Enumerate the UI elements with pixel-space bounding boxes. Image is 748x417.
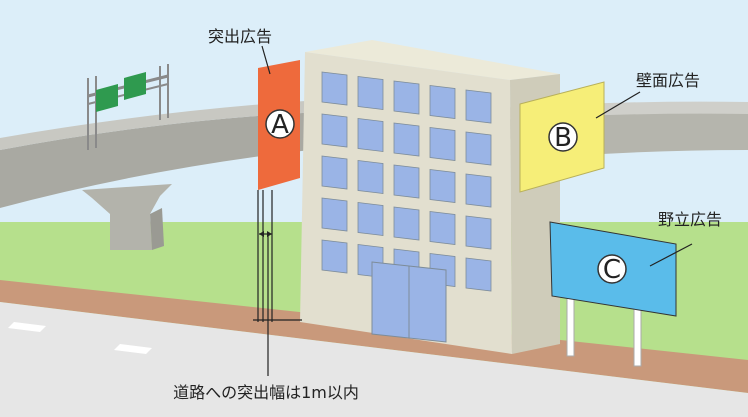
marker-a-label: A	[271, 110, 289, 140]
building-window	[321, 239, 348, 274]
building-windows	[321, 71, 492, 292]
highway-sign-2	[124, 72, 146, 100]
marker-b-circle	[548, 122, 578, 152]
building-window	[393, 80, 420, 115]
road-marking	[8, 322, 46, 332]
sign-c-post-right	[633, 303, 642, 367]
marker-a-circle	[265, 109, 295, 139]
building-roof	[305, 40, 560, 80]
road-marking	[114, 344, 152, 354]
building-window	[429, 211, 456, 245]
building-window	[465, 257, 492, 292]
leader-line-a	[261, 45, 271, 75]
marker-b-label: B	[554, 123, 572, 153]
building-window	[465, 215, 492, 250]
sign-c-freestanding: C	[549, 221, 677, 367]
building-window	[357, 202, 384, 236]
building-window	[465, 131, 492, 166]
building-window	[357, 160, 384, 194]
building-window	[321, 155, 348, 190]
building-window	[321, 113, 348, 148]
road	[0, 302, 748, 417]
highway-gantry	[87, 64, 169, 150]
building	[300, 40, 560, 354]
label-freestanding-sign: 野立広告	[658, 210, 722, 229]
sign-b-wall: B	[519, 81, 605, 193]
leader-line-b	[595, 91, 641, 119]
building-window	[393, 164, 420, 199]
overpass	[0, 100, 748, 250]
label-projecting-sign: 突出広告	[208, 27, 272, 46]
sidewalk	[0, 280, 748, 393]
building-window	[465, 89, 492, 124]
building-window	[465, 173, 492, 208]
highway-sign-1	[96, 84, 118, 112]
building-window	[429, 127, 456, 161]
sign-a-projecting: A	[258, 60, 300, 190]
arrow-left	[259, 231, 264, 237]
building-window	[321, 71, 348, 106]
building-window	[429, 85, 456, 119]
building-front	[300, 52, 512, 354]
marker-c-circle	[597, 254, 627, 284]
label-projection-limit: 道路への突出幅は1m以内	[173, 383, 359, 402]
sign-c-post-left	[566, 291, 575, 357]
building-window	[321, 197, 348, 232]
label-wall-sign: 壁面広告	[636, 71, 700, 90]
leader-line-c	[649, 243, 693, 267]
building-window	[429, 169, 456, 203]
building-window	[393, 206, 420, 241]
building-window	[393, 122, 420, 157]
building-window	[357, 118, 384, 152]
projection-dimension	[253, 190, 302, 376]
arrow-right	[267, 231, 272, 237]
building-window	[357, 76, 384, 110]
marker-c-label: C	[603, 255, 621, 285]
